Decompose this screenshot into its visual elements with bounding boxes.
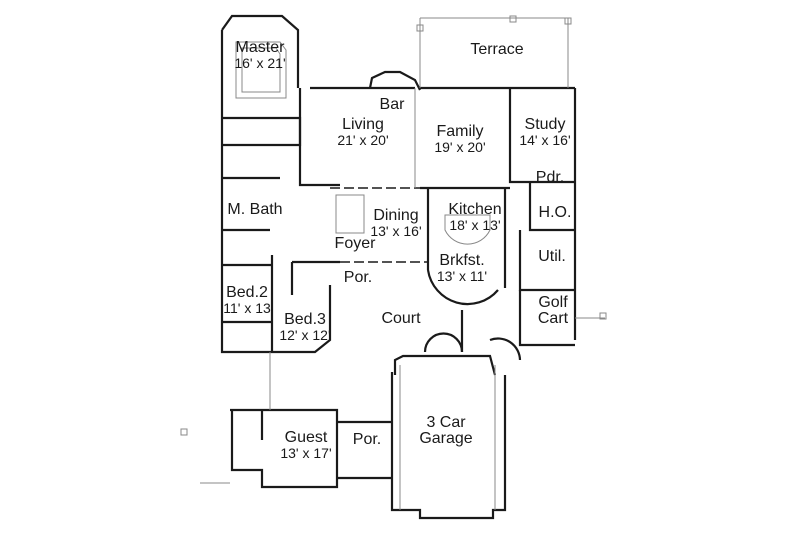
room-label-brkfst: Brkfst.13' x 11' (402, 252, 522, 284)
room-name: H.O. (538, 204, 572, 221)
guest-wall (230, 408, 339, 489)
room-name: Por. (352, 431, 382, 448)
room-dimensions: 19' x 20' (434, 139, 486, 155)
room-label-bar: Bar (332, 97, 452, 113)
room-dimensions: 12' x 12' (279, 327, 331, 343)
room-name: Golf (538, 294, 568, 311)
room-dimensions: Cart (537, 310, 569, 327)
room-dimensions: 14' x 16' (519, 132, 571, 148)
room-name: Family (436, 123, 484, 140)
room-name: Dining (373, 207, 419, 224)
master-wing-wall (221, 14, 300, 88)
room-dimensions: 13' x 17' (280, 445, 332, 461)
room-dimensions: 18' x 13' (449, 217, 501, 233)
room-label-util: Util. (492, 249, 612, 265)
room-name: Kitchen (448, 201, 502, 218)
room-label-pdr: Pdr. (490, 170, 610, 186)
room-label-terrace: Terrace (437, 42, 557, 58)
room-label-foyer: Foyer (295, 236, 415, 252)
room-name: Por. (343, 269, 373, 286)
room-label-mbath: M. Bath (195, 202, 315, 218)
room-name: Foyer (334, 235, 376, 252)
room-dimensions: 21' x 20' (337, 132, 389, 148)
room-label-por2: Por. (307, 432, 427, 448)
room-name: Study (524, 116, 566, 133)
garage-wall (393, 354, 497, 376)
room-label-por1: Por. (298, 270, 418, 286)
room-name: Util. (538, 248, 566, 265)
room-dimensions: 13' x 16' (370, 223, 422, 239)
room-label-ho: H.O. (495, 205, 615, 221)
room-name: Pdr. (535, 169, 565, 186)
room-dimensions: 16' x 21' (234, 55, 286, 71)
room-dimensions: 13' x 11' (436, 268, 488, 284)
room-name: Living (342, 116, 384, 133)
room-name: Brkfst. (439, 252, 485, 269)
room-name: Bar (379, 96, 405, 113)
room-name: Bed.2 (226, 284, 268, 301)
room-dimensions: Garage (419, 430, 473, 447)
room-name: Master (235, 39, 285, 56)
room-label-court: Court (341, 311, 461, 327)
room-name: Court (381, 310, 421, 327)
room-name: Bed.3 (284, 311, 326, 328)
room-name: 3 Car (426, 414, 466, 431)
room-name: Guest (284, 429, 328, 446)
room-name: Terrace (470, 41, 524, 58)
room-name: M. Bath (227, 201, 283, 218)
room-dimensions: 11' x 13 (223, 300, 271, 316)
